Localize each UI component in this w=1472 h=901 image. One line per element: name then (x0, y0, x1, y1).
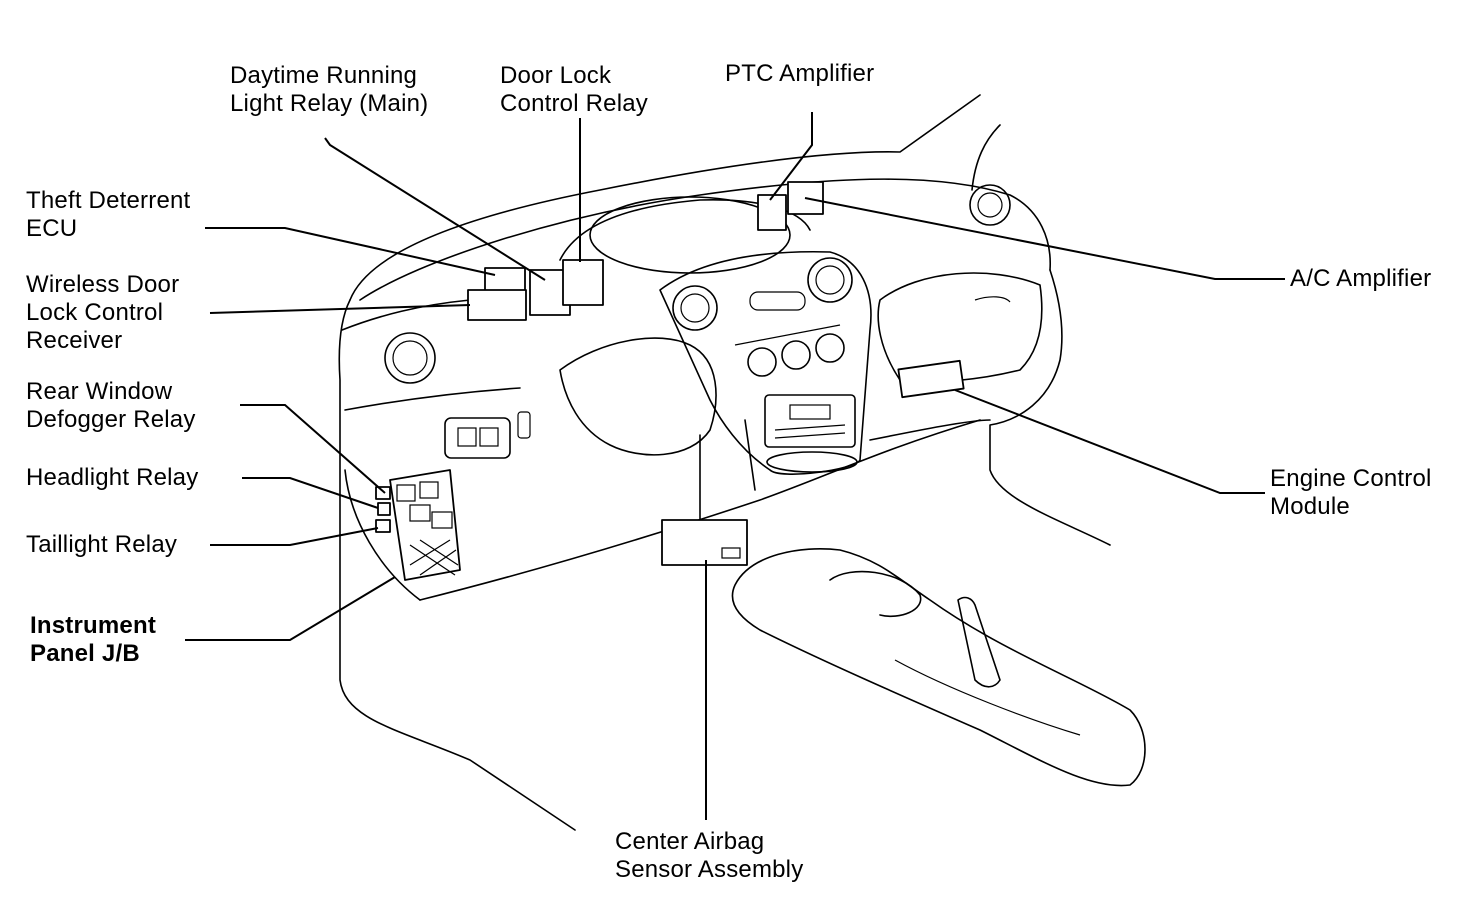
label-line: Receiver (26, 327, 123, 354)
jb-relay (409, 504, 431, 522)
switch-panel (444, 417, 511, 459)
label-line: Light Relay (Main) (230, 90, 429, 117)
radio-display (789, 404, 831, 420)
wireless-receiver-box (467, 289, 527, 321)
leader-rear-defogger (240, 404, 386, 494)
console-cupholder (829, 570, 922, 617)
jb-fuse-grid (409, 539, 459, 576)
left-panel-lower (344, 387, 521, 411)
switch-panel-slot (517, 411, 531, 439)
switch-panel-button (457, 427, 477, 447)
label-line: Lock Control (26, 299, 164, 326)
jb-side-tab (377, 502, 391, 516)
lower-dash-line (419, 419, 981, 601)
glove-box (877, 272, 1043, 383)
a-pillar-right (971, 124, 1001, 191)
windshield-edge (349, 94, 981, 301)
label-line: Center Airbag (615, 828, 765, 855)
label-line: Control Relay (500, 90, 648, 117)
right-dash-edge (989, 269, 1111, 546)
jb-relay (396, 484, 416, 502)
label-line: Sensor Assembly (615, 856, 804, 883)
shift-lever (957, 596, 1001, 688)
climate-knob-center (781, 340, 811, 370)
label-line: Theft Deterrent (26, 187, 191, 214)
label-line: Taillight Relay (26, 531, 178, 558)
label-line: Wireless Door (26, 271, 180, 298)
label-theft-ecu: Theft Deterrent ECU (26, 187, 190, 243)
leader-instrument-jb (185, 576, 396, 641)
label-line: Rear Window (26, 378, 173, 405)
label-line: Door Lock (500, 62, 612, 89)
leader-ecm (954, 389, 1265, 494)
label-instrument-jb: Instrument Panel J/B (30, 612, 156, 668)
headlight-relay-tab (375, 486, 391, 500)
radio-buttons (774, 424, 846, 439)
label-ac-amplifier: A/C Amplifier (1290, 265, 1431, 293)
label-ecm: Engine Control Module (1270, 465, 1432, 521)
ptc-amplifier-box (757, 194, 787, 231)
label-line: A/C Amplifier (1290, 265, 1432, 292)
airbag-sensor-connector (721, 547, 741, 559)
radio-unit (764, 394, 856, 448)
right-air-vent (969, 184, 1011, 226)
center-console (731, 547, 1146, 787)
label-line: Headlight Relay (26, 464, 199, 491)
center-left-vent-inner (680, 293, 710, 323)
leader-theft-ecu (205, 227, 496, 276)
label-taillight-relay: Taillight Relay (26, 531, 177, 559)
instrument-panel-jb-box (389, 469, 461, 581)
label-rear-defogger-relay: Rear Window Defogger Relay (26, 378, 196, 434)
center-stack-trim (734, 324, 841, 346)
taillight-relay-tab (375, 519, 391, 533)
leader-drl-relay (324, 137, 546, 281)
label-door-lock-relay: Door Lock Control Relay (500, 62, 648, 118)
left-panel-upper (341, 299, 471, 331)
center-right-vent (807, 257, 853, 303)
door-lock-relay-box (562, 259, 604, 306)
center-left-vent (672, 285, 718, 331)
center-right-vent-inner (815, 265, 845, 295)
label-line: Daytime Running (230, 62, 418, 89)
label-drl-relay: Daytime Running Light Relay (Main) (230, 62, 428, 118)
label-line: Instrument (30, 612, 157, 639)
label-line: Module (1270, 493, 1350, 520)
steering-column (559, 337, 717, 456)
leader-wireless-receiver (209, 304, 471, 314)
center-stack (659, 250, 872, 475)
label-line: PTC Amplifier (725, 60, 875, 87)
hazard-switch-slot (749, 291, 806, 311)
leader-ptc-amplifier (769, 112, 813, 201)
climate-knob-left (747, 347, 777, 377)
label-line: Defogger Relay (26, 406, 196, 433)
label-airbag-sensor: Center Airbag Sensor Assembly (615, 828, 803, 884)
console-groove (894, 659, 1081, 736)
label-line: Panel J/B (30, 640, 140, 667)
label-ptc-amplifier: PTC Amplifier (725, 60, 874, 88)
left-dash-side (338, 299, 576, 831)
label-headlight-relay: Headlight Relay (26, 464, 198, 492)
label-wireless-receiver: Wireless Door Lock Control Receiver (26, 271, 179, 355)
label-line: ECU (26, 215, 78, 242)
jb-relay (431, 511, 453, 529)
glove-box-handle (974, 296, 1011, 303)
leader-taillight-relay (210, 527, 379, 546)
leader-headlight-relay (242, 477, 379, 509)
right-air-vent-inner (977, 192, 1003, 218)
leader-ac-amplifier (804, 197, 1285, 280)
climate-knob-right (815, 333, 845, 363)
left-air-vent (384, 332, 436, 384)
jb-relay (419, 481, 439, 499)
lower-center-pocket (766, 451, 858, 473)
passenger-dash-line (869, 419, 991, 441)
switch-panel-button (479, 427, 499, 447)
knee-panel (344, 469, 421, 601)
label-line: Engine Control (1270, 465, 1432, 492)
ecm-box (897, 359, 965, 399)
left-air-vent-inner (392, 340, 428, 376)
